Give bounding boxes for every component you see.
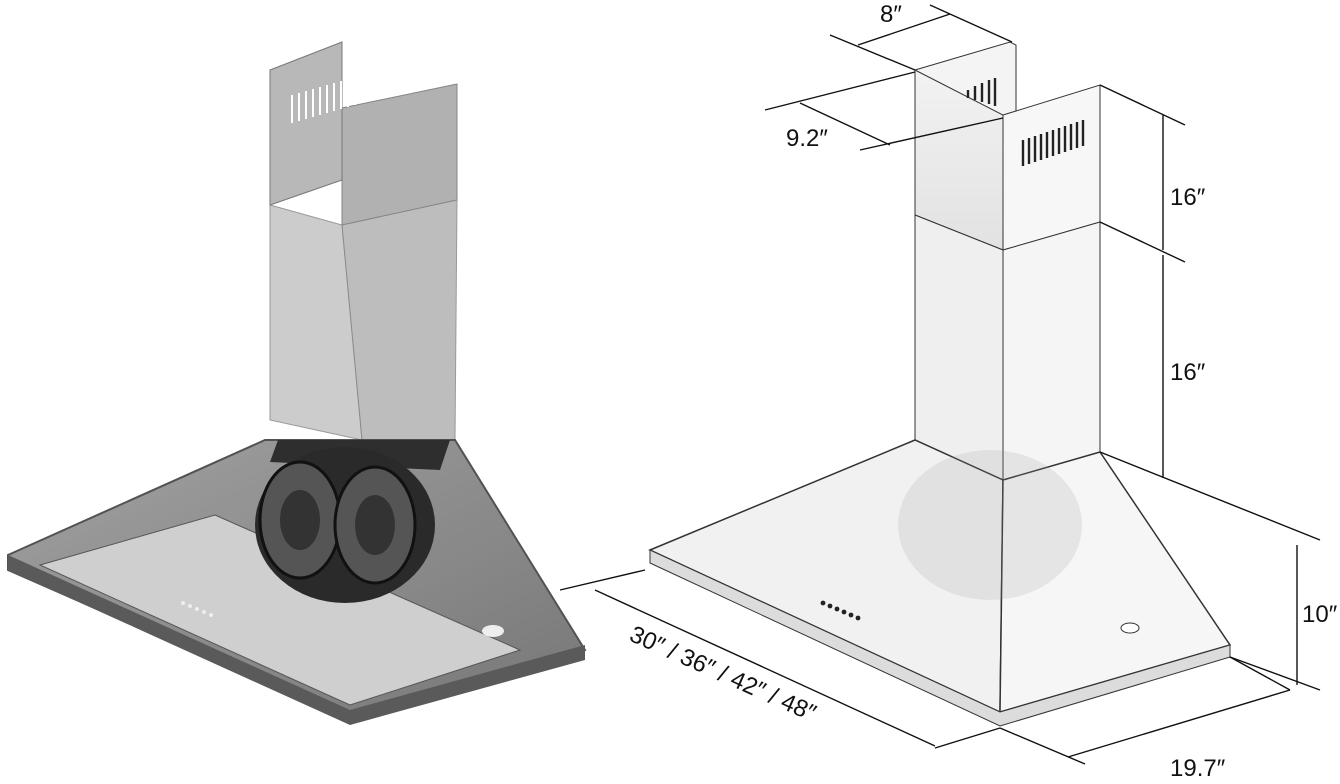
light-icon [482, 625, 504, 637]
control-buttons-icon [820, 600, 861, 621]
dimensioned-hood [648, 41, 1232, 727]
hood-height-label: 10″ [1302, 601, 1338, 628]
upper-chimney-right [1002, 84, 1101, 251]
dimension-lines [559, 4, 1321, 765]
blower-fan-ghost [898, 450, 1082, 600]
hood-bottom-panel [38, 514, 522, 706]
lower-chimney-height-label: 16″ [1170, 359, 1206, 386]
control-buttons-icon [181, 601, 213, 617]
blower-fan-icon [255, 447, 435, 603]
upper-chimney-back [269, 41, 343, 206]
lower-chimney-left [914, 214, 1004, 481]
lower-chimney-right [341, 199, 458, 441]
chimney-depth-label: 8″ [880, 1, 902, 28]
light-icon [1120, 622, 1140, 634]
cutaway-hood [7, 41, 587, 725]
hood-front-edge [8, 555, 585, 725]
upper-chimney-height-label: 16″ [1170, 184, 1206, 211]
hood-depth-label: 19.7″ [1170, 755, 1226, 782]
hood-widths-label: 30″ / 36″ / 42″ / 48″ [626, 621, 821, 728]
vent-slots-icon [966, 78, 1085, 166]
chimney-width-label: 9.2″ [786, 125, 828, 152]
lower-chimney-right [1002, 221, 1101, 481]
vent-slots-icon [291, 77, 356, 123]
